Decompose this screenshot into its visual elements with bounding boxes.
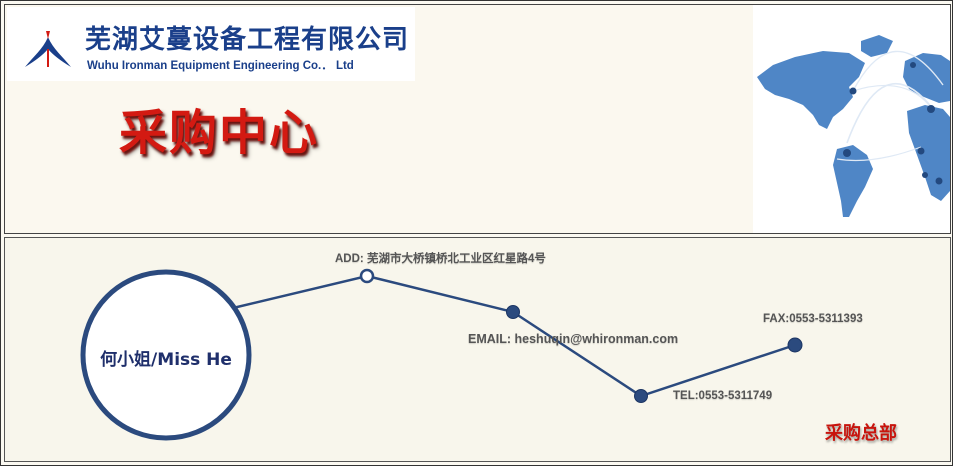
- fax-text: FAX:0553-5311393: [763, 313, 863, 325]
- contact-circle: [80, 269, 252, 441]
- banner-panel: 芜湖艾蔓设备工程有限公司 Wuhu Ironman Equipment Engi…: [4, 4, 951, 234]
- tel-node: [634, 389, 648, 403]
- world-map-area: [753, 5, 950, 233]
- address-text: ADD: 芜湖市大桥镇桥北工业区红星路4号: [335, 253, 546, 265]
- headquarters-label: 采购总部: [825, 423, 897, 444]
- company-name-en: Wuhu Ironman Equipment Engineering Co.． …: [87, 60, 354, 72]
- phone-text: TEL:0553-5311749: [673, 390, 773, 402]
- address-node: [359, 268, 375, 284]
- bird-logo-icon: [25, 31, 71, 67]
- contact-panel: 何小姐/Miss He ADD: 芜湖市大桥镇桥北工业区红星路4号 EMAIL:…: [4, 237, 951, 462]
- company-logo: 芜湖艾蔓设备工程有限公司 Wuhu Ironman Equipment Engi…: [7, 7, 415, 81]
- contact-path-graphic: [80, 268, 803, 441]
- contact-name: 何小姐/Miss He: [100, 350, 232, 370]
- email-node: [506, 305, 520, 319]
- email-link[interactable]: EMAIL: heshuqin@whironman.com: [468, 332, 679, 346]
- fax-node: [787, 337, 803, 353]
- page-title: 采购中心: [119, 105, 320, 161]
- company-name-cn: 芜湖艾蔓设备工程有限公司: [85, 25, 410, 55]
- world-map-icon: [757, 35, 950, 217]
